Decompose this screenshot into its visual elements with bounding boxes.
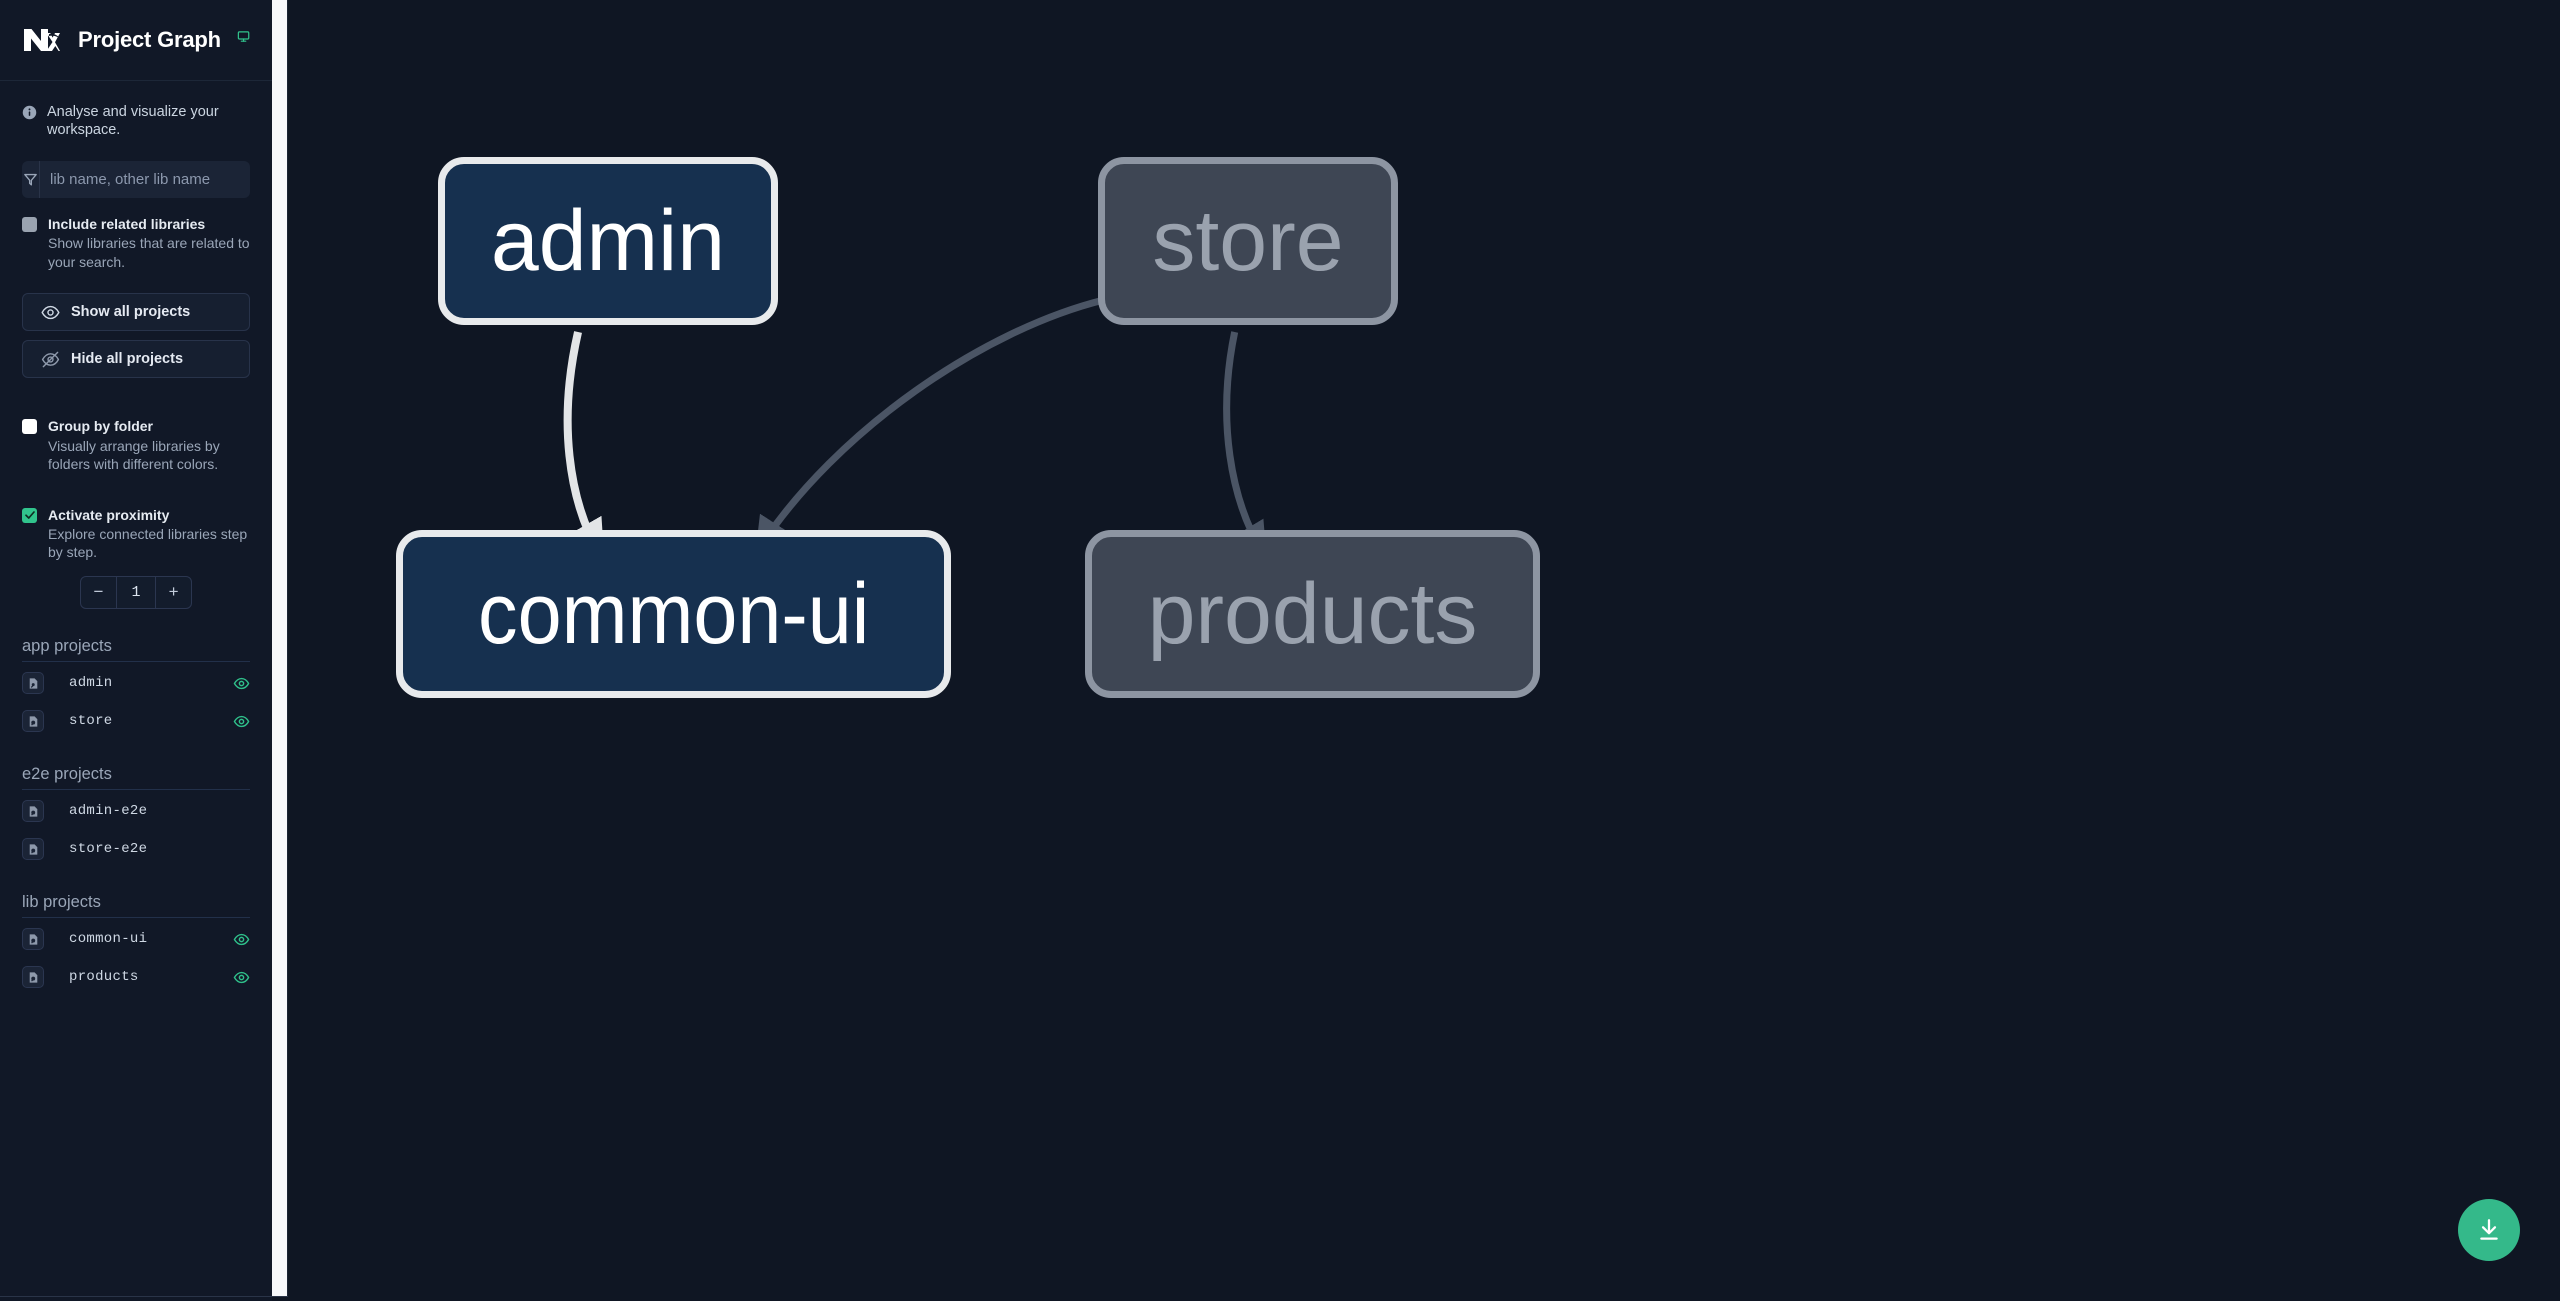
project-name: admin [69, 675, 113, 692]
search-field[interactable] [22, 161, 250, 199]
tagline-text: Analyse and visualize your workspace. [47, 104, 219, 139]
project-group-lib: lib projects common-ui [22, 893, 250, 994]
project-group-app: app projects admin [22, 637, 250, 738]
edge-admin-to-common-ui [563, 331, 605, 563]
filter-icon [22, 161, 40, 199]
group-by-folder-checkbox[interactable] [22, 419, 37, 435]
option-activate-proximity[interactable]: Activate proximity Explore connected lib… [22, 506, 250, 562]
option-group-by-folder[interactable]: Group by folder Visually arrange librari… [22, 417, 250, 473]
project-file-icon [22, 838, 44, 861]
project-visibility-eye-icon[interactable] [233, 969, 250, 986]
project-file-icon [22, 928, 44, 951]
sidebar-header: Project Graph [0, 0, 272, 81]
eye-icon [41, 303, 60, 322]
group-title: lib projects [22, 893, 250, 918]
graph-node-products[interactable]: products [1085, 530, 1540, 698]
edge-store-to-common-ui [755, 296, 1105, 555]
page-title: Project Graph [78, 27, 221, 52]
download-icon [2476, 1217, 2502, 1243]
graph-node-store[interactable]: store [1098, 157, 1398, 325]
nx-logo-icon [22, 20, 62, 60]
proximity-value: 1 [131, 583, 141, 601]
option-title: Activate proximity [48, 506, 170, 523]
project-file-icon [22, 800, 44, 823]
project-name: products [69, 969, 139, 986]
project-row-store[interactable]: store [22, 705, 250, 738]
project-lists: app projects admin [0, 637, 272, 1041]
download-graph-button[interactable] [2458, 1199, 2520, 1261]
monitor-icon[interactable] [237, 30, 250, 51]
hide-all-projects-button[interactable]: Hide all projects [22, 340, 250, 379]
option-title: Include related libraries [48, 216, 206, 233]
sidebar: Project Graph Analyse and visualize your… [0, 0, 272, 1301]
sidebar-bottom-divider [0, 1296, 288, 1297]
option-description: Show libraries that are related to your … [48, 235, 250, 270]
project-file-icon [22, 672, 44, 695]
project-name: admin-e2e [69, 803, 148, 820]
sidebar-divider [287, 0, 288, 1296]
option-activate-proximity-wrap: Activate proximity Explore connected lib… [22, 489, 250, 609]
proximity-decrement-button[interactable]: − [81, 576, 117, 608]
graph-node-admin[interactable]: admin [438, 157, 778, 325]
project-row-products[interactable]: products [22, 961, 250, 994]
project-name: store [69, 713, 113, 730]
graph-node-label: products [1147, 566, 1478, 662]
project-name: common-ui [69, 931, 148, 948]
hide-all-projects-label: Hide all projects [71, 351, 184, 368]
project-group-e2e: e2e projects admin-e2e [22, 765, 250, 866]
option-include-related-libraries[interactable]: Include related libraries Show libraries… [22, 215, 250, 271]
graph-node-label: admin [490, 193, 726, 289]
graph-node-label: store [1152, 193, 1344, 289]
show-all-projects-label: Show all projects [71, 304, 191, 321]
workspace-tagline: Analyse and visualize your workspace. [0, 81, 272, 139]
project-row-common-ui[interactable]: common-ui [22, 923, 250, 956]
option-description: Visually arrange libraries by folders wi… [48, 437, 220, 473]
graph-options: Group by folder Visually arrange librari… [22, 400, 250, 609]
graph-canvas[interactable]: admin store common-ui products [288, 0, 2560, 1301]
include-related-libraries-checkbox[interactable] [22, 217, 37, 233]
project-file-icon [22, 710, 44, 733]
graph-node-label: common-ui [477, 566, 870, 662]
activate-proximity-checkbox[interactable] [22, 507, 37, 523]
project-file-icon [22, 966, 44, 989]
group-title: e2e projects [22, 765, 250, 790]
project-row-admin[interactable]: admin [22, 667, 250, 700]
visibility-buttons: Show all projects Hide all projects [22, 293, 250, 379]
project-visibility-eye-icon[interactable] [233, 713, 250, 730]
project-name: store-e2e [69, 841, 148, 858]
proximity-stepper[interactable]: − 1 + [80, 575, 192, 609]
sidebar-scrollbar[interactable] [272, 0, 287, 1296]
show-all-projects-button[interactable]: Show all projects [22, 293, 250, 332]
proximity-increment-button[interactable]: + [155, 576, 191, 608]
info-icon [22, 105, 37, 120]
project-visibility-eye-icon[interactable] [233, 675, 250, 692]
graph-node-common-ui[interactable]: common-ui [396, 530, 951, 698]
project-row-admin-e2e[interactable]: admin-e2e [22, 795, 250, 828]
project-row-store-e2e[interactable]: store-e2e [22, 833, 250, 866]
sidebar-controls: Include related libraries Show libraries… [0, 139, 272, 609]
search-input[interactable] [40, 161, 250, 199]
group-title: app projects [22, 637, 250, 662]
option-description: Explore connected libraries step by step… [48, 525, 248, 561]
eye-off-icon [41, 350, 60, 369]
edge-store-to-products [1223, 331, 1267, 560]
option-title: Group by folder [48, 418, 153, 435]
project-visibility-eye-icon[interactable] [233, 931, 250, 948]
